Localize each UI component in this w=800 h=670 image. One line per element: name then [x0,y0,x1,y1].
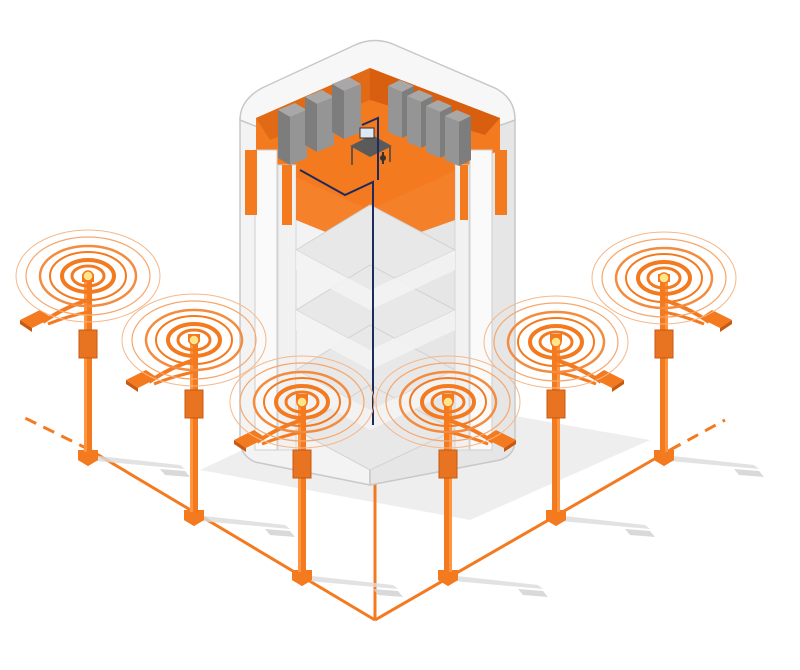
server-rack-icon [388,80,471,166]
network-cable-icon [299,116,379,425]
cable-right-branch [374,448,671,622]
data-center-building-icon [239,39,516,486]
smart-pole-right-3 [590,230,738,468]
server-rack-icon [278,77,361,165]
cable-right-extension [669,418,726,452]
cable-left-branch [89,448,376,622]
cable-left-extension [24,416,91,452]
workstation-desk-icon [350,127,392,165]
smart-pole-left-1 [14,228,162,468]
